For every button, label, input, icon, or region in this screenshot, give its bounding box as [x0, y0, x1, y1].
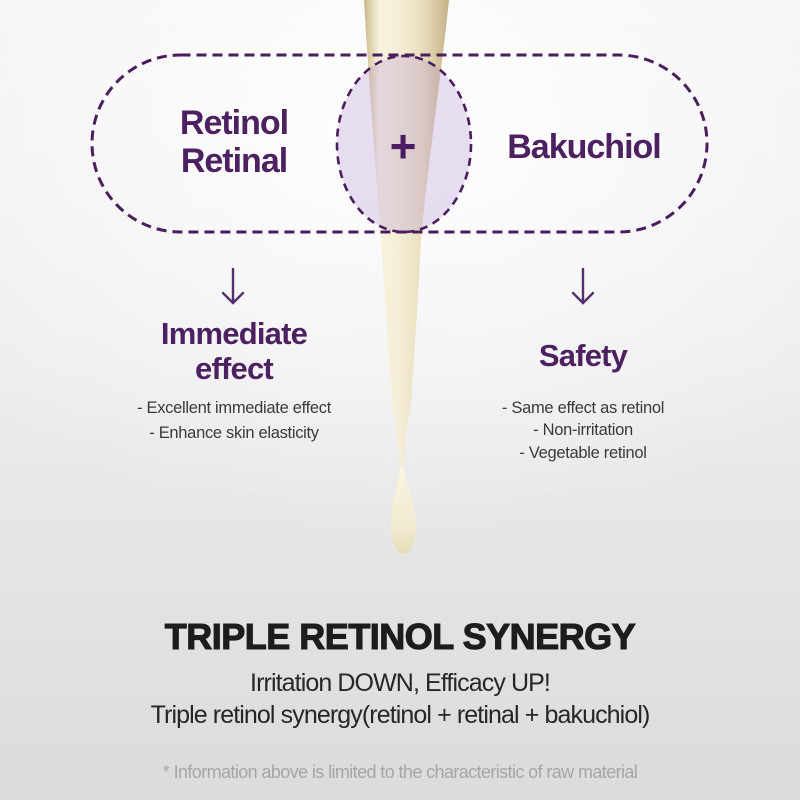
list-item: - Same effect as retinol — [501, 399, 665, 417]
synergy-capsule-outline — [90, 53, 709, 234]
plus-icon: + — [389, 120, 417, 172]
bakuchiol-label: Bakuchiol — [507, 128, 661, 166]
safety-heading: Safety — [538, 338, 628, 373]
list-item: - Non-irritation — [533, 421, 633, 440]
serum-stream-illustration — [364, 0, 449, 469]
serum-droplet — [390, 466, 417, 554]
subtitle-line-2: Triple retinol synergy(retinol + retinal… — [150, 701, 651, 729]
footnote: * Information above is limited to the ch… — [162, 762, 638, 782]
subtitle-line-1: Irritation DOWN, Efficacy UP! — [250, 669, 551, 697]
list-item: - Enhance skin elasticity — [149, 424, 319, 443]
immediate-effect-list: - Excellent immediate effect - Enhance s… — [137, 396, 331, 446]
down-arrow-icon — [221, 267, 245, 305]
down-arrow-icon — [571, 267, 595, 305]
intersection-circle — [335, 54, 473, 234]
immediate-effect-heading: Immediate effect — [160, 316, 308, 387]
retinol-retinal-label: Retinol Retinal — [179, 104, 289, 181]
page-title: TRIPLE RETINOL SYNERGY — [164, 615, 636, 657]
list-item: - Excellent immediate effect — [137, 399, 331, 417]
safety-list: - Same effect as retinol - Non-irritatio… — [502, 397, 664, 464]
list-item: - Vegetable retinol — [519, 443, 647, 462]
